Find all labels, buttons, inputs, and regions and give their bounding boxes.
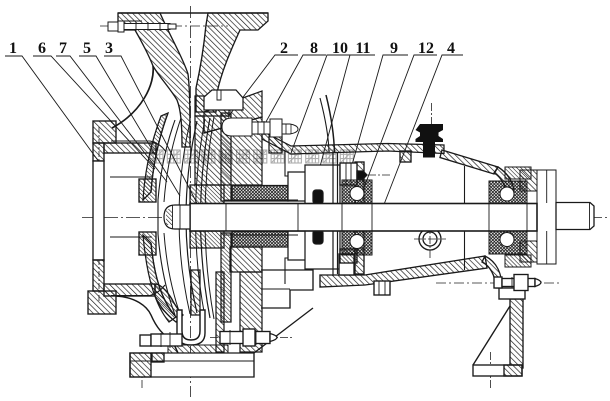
svg-text:3: 3 [105, 40, 113, 57]
svg-text:9: 9 [390, 40, 398, 57]
svg-text:8: 8 [310, 40, 318, 57]
svg-text:6: 6 [38, 40, 46, 57]
svg-text:4: 4 [447, 40, 455, 57]
svg-text:12: 12 [418, 40, 434, 57]
svg-text:7: 7 [59, 40, 67, 57]
svg-text:10: 10 [332, 40, 348, 57]
svg-text:5: 5 [83, 40, 91, 57]
svg-text:1: 1 [9, 40, 17, 57]
svg-text:2: 2 [280, 40, 288, 57]
svg-text:11: 11 [355, 40, 370, 57]
